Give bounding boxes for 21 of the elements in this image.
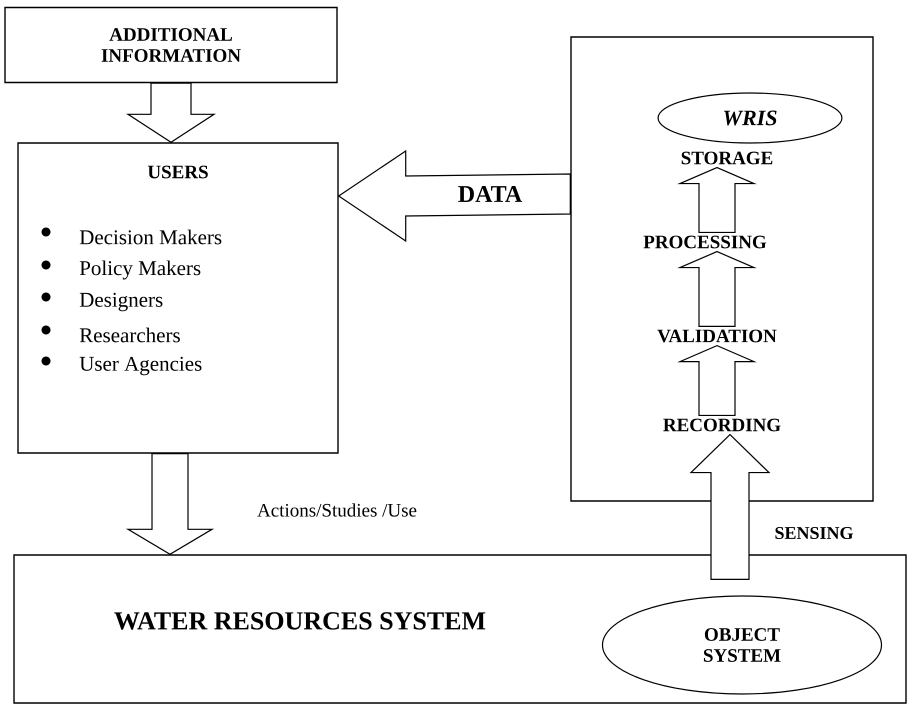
list-item: Decision Makers <box>80 230 222 244</box>
edge-label: Actions/Studies /Use <box>255 501 419 519</box>
edge-label: DATA <box>456 184 524 204</box>
block-arrow <box>126 453 214 555</box>
edge-label: SENSING <box>772 524 856 542</box>
block-arrow <box>677 250 757 327</box>
list-item: Policy Makers <box>80 260 200 280</box>
stage-label: VALIDATION <box>657 330 777 342</box>
text-box: ADDITIONAL INFORMATION <box>4 6 338 84</box>
list-item: User Agencies <box>80 356 202 376</box>
list-item: Designers <box>80 292 162 312</box>
block-arrow <box>338 150 571 242</box>
stage-label: RECORDING <box>663 418 781 432</box>
container-box <box>570 36 874 502</box>
list-item: Researchers <box>80 328 180 342</box>
stage-label: PROCESSING <box>644 236 766 248</box>
block-arrow <box>677 344 757 416</box>
stage-label: STORAGE <box>682 152 772 164</box>
block-arrow <box>126 82 216 144</box>
block-arrow <box>677 166 757 234</box>
block-arrow <box>690 434 770 580</box>
